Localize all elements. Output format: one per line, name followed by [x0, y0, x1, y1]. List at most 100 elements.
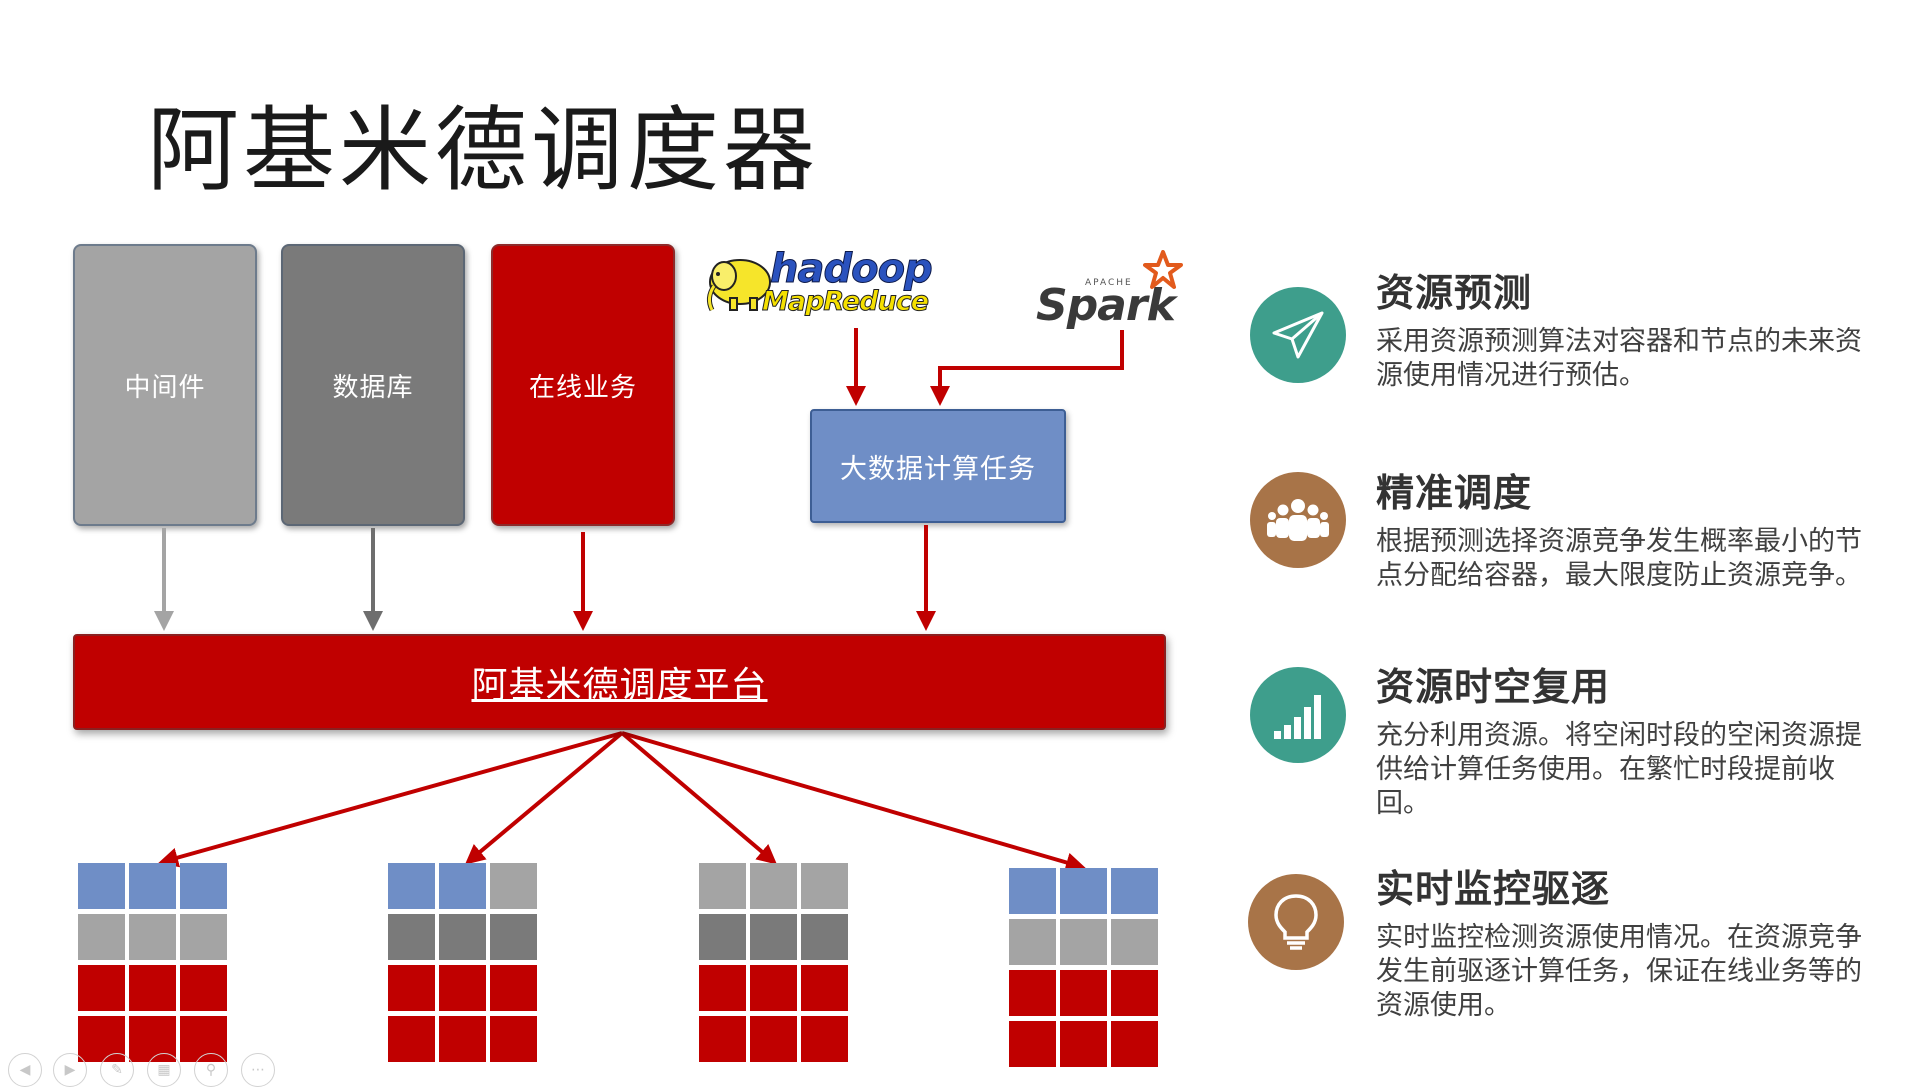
people-group-icon [1267, 499, 1329, 541]
node-grid-1 [78, 863, 227, 1062]
pen-tool-button[interactable]: ✎ [100, 1053, 134, 1087]
apache-wordmark: APACHE [1085, 278, 1133, 288]
node-arrow-1 [158, 731, 623, 868]
resource-cell-red [129, 965, 176, 1011]
feature-title-1: 资源预测 [1376, 271, 1533, 315]
apache-spark-logo: APACHE Spark [1035, 250, 1185, 331]
middleware-box: 中间件 [73, 244, 257, 526]
resource-cell-blue [1009, 868, 1056, 914]
connector-arrows [154, 328, 1124, 873]
resource-cell-red [78, 965, 125, 1011]
node-arrow-2 [464, 731, 624, 865]
resource-cell-light-gray [1111, 919, 1158, 965]
paper-plane-icon [1272, 311, 1324, 359]
platform-label: 阿基米德调度平台 [471, 665, 768, 706]
resource-cell-dark-gray [699, 914, 746, 960]
feature-desc-1: 采用资源预测算法对容器和节点的未来资源使用情况进行预估。 [1376, 326, 1862, 391]
page-title: 阿基米德调度器 [147, 97, 820, 204]
resource-cell-red [1060, 1021, 1107, 1067]
node-arrow-3 [620, 731, 778, 865]
hadoop-mapreduce-logo: hadoop MapReduce [700, 246, 970, 326]
elephant-icon [706, 259, 771, 312]
resource-cell-red [1060, 970, 1107, 1016]
resource-cell-red [801, 1016, 848, 1062]
resource-cell-dark-gray [750, 914, 797, 960]
database-label: 数据库 [332, 372, 414, 403]
resource-cell-red [439, 965, 486, 1011]
middleware-label: 中间件 [124, 372, 206, 403]
resource-cell-light-gray [129, 914, 176, 960]
online-business-box: 在线业务 [491, 244, 675, 526]
resource-cell-light-gray [1009, 919, 1056, 965]
resource-cell-light-gray [490, 863, 537, 909]
resource-cell-red [490, 965, 537, 1011]
resource-cell-dark-gray [490, 914, 537, 960]
zoom-button[interactable]: ⚲ [194, 1053, 228, 1087]
resource-cell-dark-gray [388, 914, 435, 960]
feature-desc-3: 充分利用资源。将空闲时段的空闲资源提供给计算任务使用。在繁忙时段提前收回。 [1376, 720, 1862, 819]
node-arrow-4 [621, 731, 1086, 873]
resource-cell-blue [78, 863, 125, 909]
feature-icon-1 [1250, 287, 1346, 383]
database-box: 数据库 [281, 244, 465, 526]
resource-cell-blue [1111, 868, 1158, 914]
resource-cell-light-gray [78, 914, 125, 960]
resource-cell-light-gray [1060, 919, 1107, 965]
resource-cell-red [750, 965, 797, 1011]
resource-cell-dark-gray [439, 914, 486, 960]
mapreduce-wordmark: MapReduce [761, 286, 929, 318]
spark-star-icon [1143, 250, 1183, 289]
feature-desc-2: 根据预测选择资源竞争发生概率最小的节点分配给容器，最大限度防止资源竞争。 [1376, 526, 1862, 591]
resource-cell-blue [388, 863, 435, 909]
resource-cell-light-gray [750, 863, 797, 909]
feature-title-3: 资源时空复用 [1376, 665, 1611, 709]
resource-cell-blue [180, 863, 227, 909]
resource-cell-red [699, 965, 746, 1011]
resource-cell-red [750, 1016, 797, 1062]
resource-cell-light-gray [699, 863, 746, 909]
resource-cell-blue [1060, 868, 1107, 914]
big-data-task-box: 大数据计算任务 [810, 409, 1066, 523]
resource-cell-red [699, 1016, 746, 1062]
resource-cell-light-gray [180, 914, 227, 960]
slides-overview-button[interactable]: ▦ [147, 1053, 181, 1087]
feature-title-4: 实时监控驱逐 [1376, 867, 1611, 911]
online-business-label: 在线业务 [528, 372, 637, 403]
spark-arrow [930, 330, 1124, 406]
node-grid-2 [388, 863, 537, 1062]
more-icon: ⋯ [251, 1062, 265, 1078]
previous-slide-button[interactable]: ◀ [8, 1053, 42, 1087]
next-icon: ▶ [64, 1062, 76, 1078]
node-grid-4 [1009, 868, 1158, 1067]
resource-cell-red [1111, 1021, 1158, 1067]
resource-cell-red [388, 965, 435, 1011]
pen-icon: ✎ [111, 1062, 123, 1078]
resource-cell-red [490, 1016, 537, 1062]
resource-cell-red [388, 1016, 435, 1062]
resource-cell-red [1111, 970, 1158, 1016]
zoom-icon: ⚲ [205, 1062, 217, 1078]
resource-cell-red [1009, 1021, 1056, 1067]
next-slide-button[interactable]: ▶ [53, 1053, 87, 1087]
resource-cell-red [1009, 970, 1056, 1016]
feature-title-2: 精准调度 [1376, 471, 1533, 515]
feature-desc-4: 实时监控检测资源使用情况。在资源竞争发生前驱逐计算任务，保证在线业务等的资源使用… [1376, 922, 1862, 1021]
feature-icon-4 [1248, 874, 1344, 970]
resource-cell-dark-gray [801, 914, 848, 960]
slides-icon: ▦ [157, 1062, 171, 1078]
more-options-button[interactable]: ⋯ [241, 1053, 275, 1087]
resource-cell-light-gray [801, 863, 848, 909]
scheduling-platform-bar: 阿基米德调度平台 [73, 634, 1166, 730]
resource-cell-red [439, 1016, 486, 1062]
resource-cell-blue [439, 863, 486, 909]
big-data-task-label: 大数据计算任务 [840, 453, 1036, 485]
resource-cell-red [801, 965, 848, 1011]
feature-icon-3 [1250, 667, 1346, 763]
previous-icon: ◀ [19, 1062, 31, 1078]
hadoop-wordmark: hadoop [770, 246, 934, 293]
bar-chart-icon [1274, 695, 1321, 739]
light-bulb-icon [1274, 894, 1318, 950]
feature-icon-2 [1250, 472, 1346, 568]
resource-cell-red [180, 965, 227, 1011]
node-grid-3 [699, 863, 848, 1062]
